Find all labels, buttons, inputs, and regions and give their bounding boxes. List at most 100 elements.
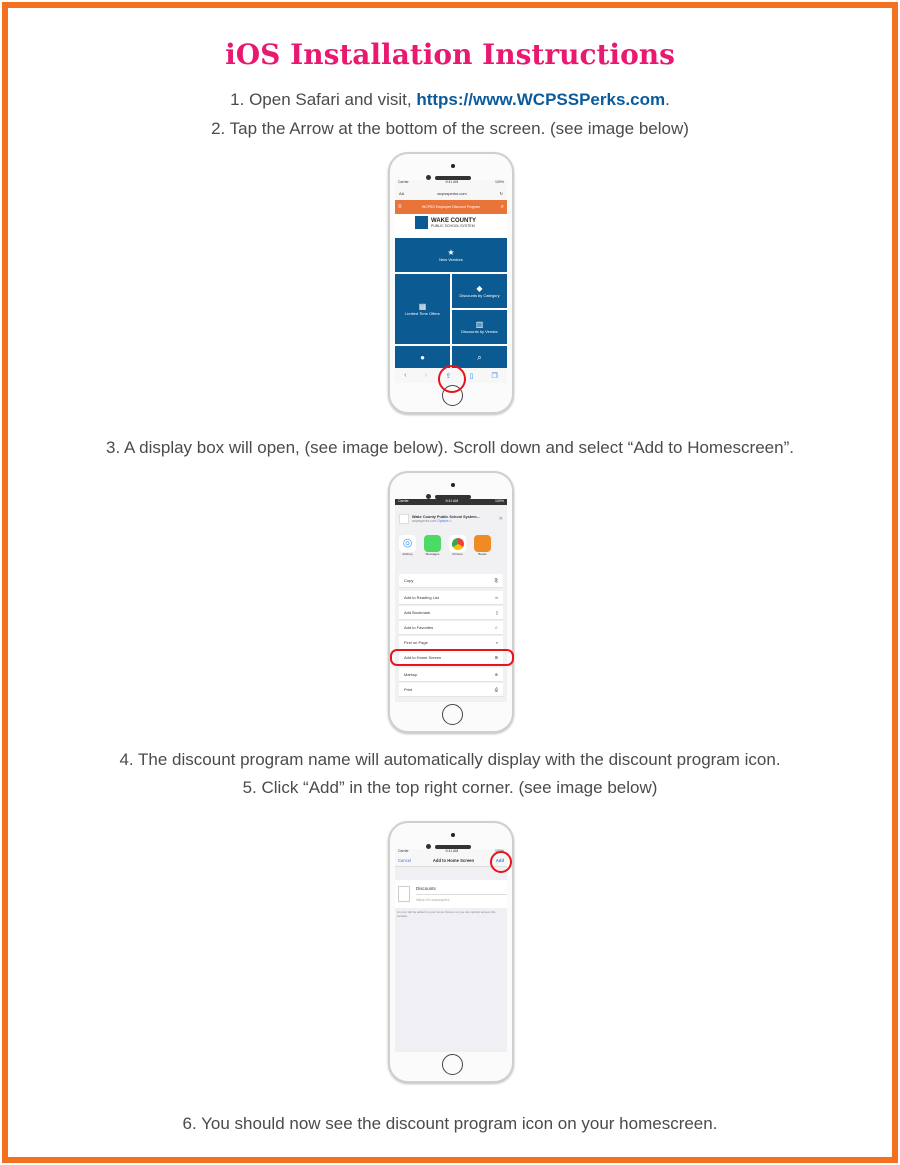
- url-bar[interactable]: AA wcpssperks.com ↻: [395, 186, 507, 200]
- page-title: iOS Installation Instructions: [225, 38, 675, 71]
- step-5: 5. Click “Add” in the top right corner. …: [242, 778, 658, 797]
- print-icon: ⎙: [494, 687, 498, 692]
- forward-icon[interactable]: ›: [424, 372, 428, 379]
- url-field: https://m.wcpssperk: [416, 898, 450, 902]
- markup-icon: ⊕: [494, 672, 498, 677]
- step-3: 3. A display box will open, (see image b…: [106, 438, 794, 457]
- carrier: Carrier: [398, 849, 409, 853]
- phone-share-sheet-screenshot: Carrier 9:41 AM 100% Wake County Public Sc…: [388, 471, 514, 733]
- step-6: 6. You should now see the discount progr…: [182, 1114, 718, 1133]
- glasses-icon: ∞: [495, 595, 498, 600]
- tile-label: New Vendors: [439, 257, 463, 262]
- copy-icon: ⎘: [494, 578, 498, 583]
- action-markup[interactable]: Markup ⊕: [399, 668, 503, 682]
- battery: 100%: [495, 499, 504, 503]
- carrier: Carrier: [398, 499, 409, 503]
- chrome-icon: [449, 535, 466, 552]
- step-1-end: .: [665, 90, 670, 109]
- action-label: Add to Favorites: [404, 625, 434, 630]
- site-url: wcpssperks.com: [412, 519, 437, 523]
- tile-new-vendors[interactable]: ★New Vendors: [395, 238, 507, 272]
- back-icon[interactable]: ‹: [404, 372, 407, 379]
- phone-screen: Carrier 9:41 AM 100% Wake County Public Sc…: [395, 499, 507, 702]
- app-chrome[interactable]: Chrome: [449, 535, 466, 556]
- url-text: wcpssperks.com: [437, 190, 467, 196]
- action-print[interactable]: Print ⎙: [399, 683, 503, 697]
- airdrop-icon: ◎: [399, 535, 416, 552]
- camera: [451, 483, 455, 487]
- speaker: [435, 176, 471, 180]
- tile-label: Limited Time Offers: [405, 311, 440, 316]
- action-copy[interactable]: Copy ⎘: [399, 574, 503, 588]
- action-favorites[interactable]: Add to Favorites ☆: [399, 621, 503, 635]
- calendar-icon: ▦: [418, 302, 427, 311]
- site-title: Wake County Public School System...: [412, 515, 480, 519]
- app-label: Books: [478, 552, 487, 556]
- action-find[interactable]: Find on Page⌕: [399, 636, 503, 650]
- book-icon: ▯: [495, 610, 498, 615]
- action-label: Markup: [404, 672, 418, 677]
- tile-discounts-by-vendor[interactable]: ▥Discounts by Vendor: [452, 310, 507, 344]
- aa-button[interactable]: AA: [399, 190, 405, 196]
- app-books[interactable]: Books: [474, 535, 491, 556]
- building-icon: ▥: [475, 320, 484, 329]
- tile-label: Discounts by Category: [459, 293, 500, 298]
- star-icon: ☆: [494, 625, 498, 630]
- home-button: [442, 1054, 463, 1075]
- action-bookmark[interactable]: Add Bookmark ▯: [399, 606, 503, 620]
- star-icon: ★: [447, 248, 455, 257]
- tile-limited-time-offers[interactable]: ▦Limited Time Offers: [395, 274, 450, 344]
- action-label: Add Bookmark: [404, 610, 431, 615]
- reload-icon[interactable]: ↻: [499, 190, 503, 196]
- action-label: Copy: [404, 578, 414, 583]
- menu-icon[interactable]: ≡: [398, 204, 402, 210]
- action-reading-list[interactable]: Add to Reading List ∞: [399, 591, 503, 605]
- app-messages[interactable]: Messages: [424, 535, 441, 556]
- cancel-button[interactable]: Cancel: [398, 858, 412, 863]
- tile-partial-right[interactable]: ⌕: [452, 346, 507, 368]
- action-label: Print: [404, 687, 413, 692]
- sensor: [426, 175, 431, 180]
- sensor: [426, 844, 431, 849]
- share-highlight-circle: [438, 365, 466, 393]
- bookmarks-icon[interactable]: ▯: [469, 372, 474, 380]
- time: 9:41 AM: [445, 849, 459, 853]
- logo-line-1: WAKE COUNTY: [431, 217, 476, 224]
- tile-partial-left[interactable]: ●: [395, 346, 450, 368]
- close-icon[interactable]: ✕: [498, 516, 503, 522]
- camera: [451, 833, 455, 837]
- time: 9:41 AM: [445, 499, 459, 503]
- site-banner: ≡ WCPSS Employee Discount Program ⌕: [395, 200, 507, 214]
- program-icon: [398, 886, 410, 902]
- speaker: [435, 495, 471, 499]
- search-icon[interactable]: ⌕: [500, 203, 504, 210]
- step-4: 4. The discount program name will automa…: [119, 750, 781, 769]
- step-2: 2. Tap the Arrow at the bottom of the sc…: [211, 119, 689, 138]
- books-icon: [474, 535, 491, 552]
- add-highlight-circle: [490, 851, 512, 873]
- app-label: Messages: [425, 552, 440, 556]
- share-header: Wake County Public School System...wcpss…: [399, 508, 503, 530]
- action-label: Add to Home Screen: [404, 655, 442, 660]
- battery: 100%: [495, 180, 504, 184]
- wcpssperks-link[interactable]: https://www.WCPSSPerks.com: [416, 90, 666, 109]
- search-icon: ⌕: [477, 352, 482, 362]
- nav-title: Add to Home Screen: [432, 858, 475, 863]
- options-link[interactable]: Options >: [437, 519, 452, 523]
- name-field[interactable]: Discounts: [416, 886, 507, 895]
- tabs-icon[interactable]: ❐: [491, 372, 498, 380]
- sensor: [426, 494, 431, 499]
- tile-discounts-by-category[interactable]: ◆Discounts by Category: [452, 274, 507, 308]
- time: 9:41 AM: [445, 180, 459, 184]
- search-icon: ⌕: [495, 640, 498, 645]
- app-airdrop[interactable]: ◎AirDrop: [399, 535, 416, 556]
- action-label: Add to Reading List: [404, 595, 439, 600]
- home-button: [442, 704, 463, 725]
- banner-text: WCPSS Employee Discount Program: [421, 205, 481, 209]
